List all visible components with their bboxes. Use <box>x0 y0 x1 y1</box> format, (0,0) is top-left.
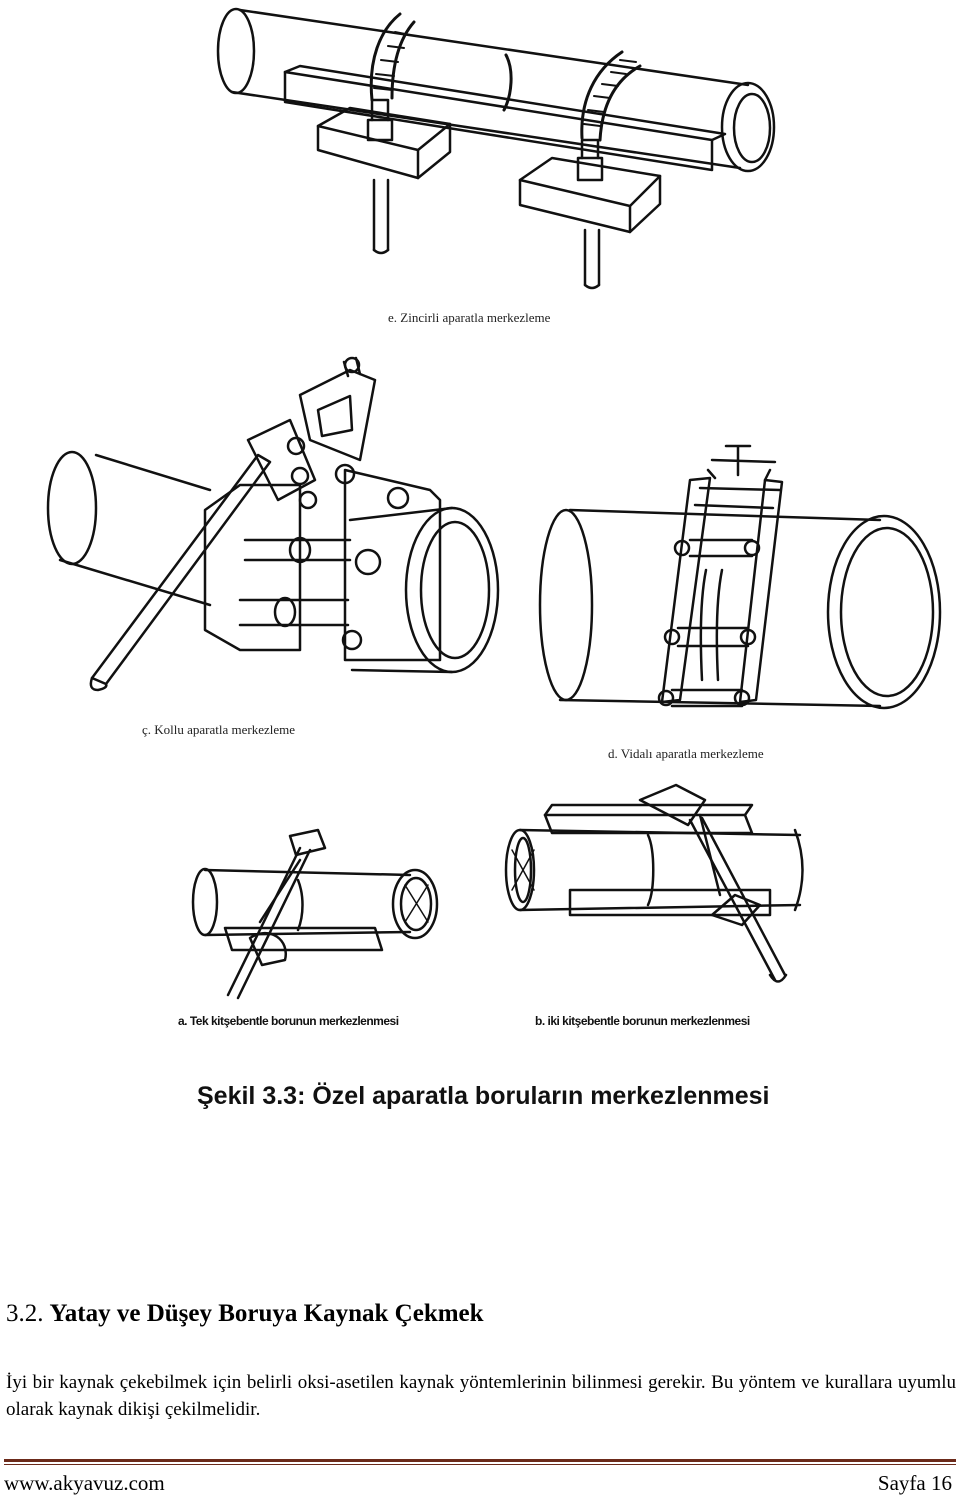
caption-b: b. iki kitşebentle borunun merkezlenmesi <box>535 1014 750 1028</box>
footer-rule-thin <box>4 1464 956 1465</box>
double-dog-illustration <box>504 783 804 983</box>
footer-page-number: Sayfa 16 <box>877 1471 952 1495</box>
section-title: Yatay ve Düşey Boruya Kaynak Çekmek <box>49 1300 484 1327</box>
caption-c: ç. Kollu aparatla merkezleme <box>142 722 296 737</box>
single-dog-illustration <box>191 828 439 1000</box>
caption-e: e. Zincirli aparatla merkezleme <box>388 310 551 325</box>
section-heading: 3.2.Yatay ve Düşey Boruya Kaynak Çekmek <box>6 1300 484 1328</box>
chain-clamp-illustration <box>216 7 776 290</box>
section-number: 3.2. <box>6 1300 44 1327</box>
screw-clamp-illustration <box>538 444 942 710</box>
footer-website: www.akyavuz.com <box>4 1471 165 1495</box>
footer-rule-thick <box>4 1459 956 1462</box>
lever-clamp-illustration <box>46 356 500 692</box>
figure-title: Şekil 3.3: Özel aparatla boruların merke… <box>197 1082 770 1110</box>
figure-3-3: e. Zincirli aparatla merkezleme ç. Kollu… <box>46 7 942 1110</box>
caption-d: d. Vidalı aparatla merkezleme <box>608 746 764 761</box>
body-paragraph: İyi bir kaynak çekebilmek için belirli o… <box>6 1372 956 1420</box>
caption-a: a. Tek kitşebentle borunun merkezlenmesi <box>178 1014 399 1028</box>
figure-illustrations <box>46 7 942 1000</box>
